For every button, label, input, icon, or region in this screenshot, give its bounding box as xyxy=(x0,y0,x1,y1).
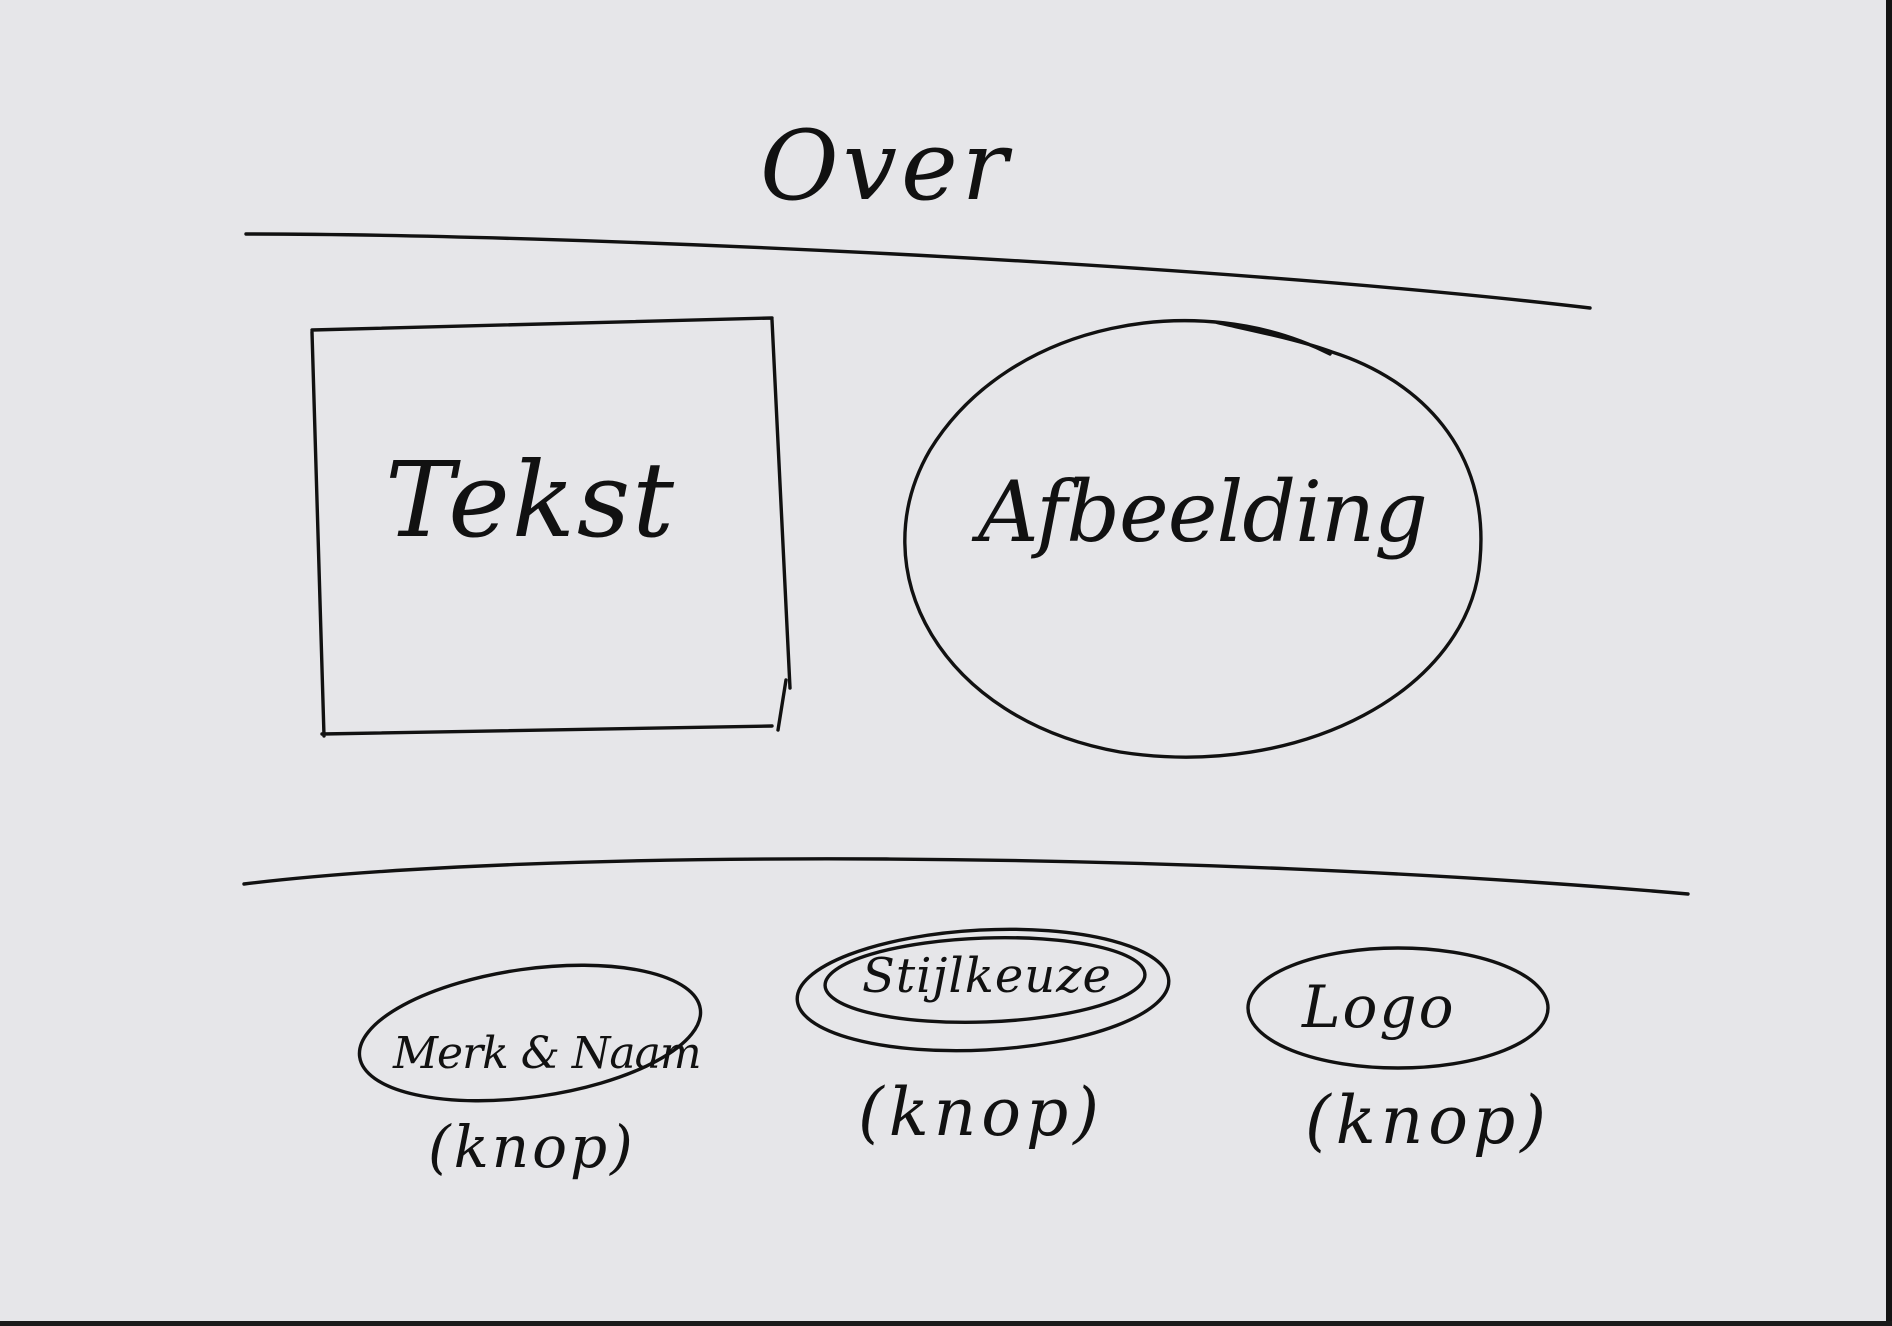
brand-name-button[interactable]: Merk & Naam xyxy=(393,1028,702,1079)
brand-name-button-outline xyxy=(357,963,703,1103)
style-choice-button-caption: (knop) xyxy=(858,1074,1104,1151)
style-choice-button[interactable]: Stijlkeuze xyxy=(862,948,1112,1004)
brand-name-button-caption: (knop) xyxy=(428,1113,636,1181)
title-divider xyxy=(244,232,1592,310)
image-ellipse xyxy=(903,318,1483,759)
logo-button[interactable]: Logo xyxy=(1302,973,1456,1041)
style-choice-button-outline-outer xyxy=(795,927,1171,1053)
footer-divider xyxy=(242,857,1690,896)
logo-button-caption: (knop) xyxy=(1305,1082,1551,1159)
text-block-label: Tekst xyxy=(385,439,677,561)
logo-button-outline xyxy=(1246,946,1550,1070)
image-block-label: Afbeelding xyxy=(978,463,1428,561)
style-choice-button-outline-inner xyxy=(823,935,1147,1025)
paper-right-edge xyxy=(1886,0,1892,1326)
text-box xyxy=(310,316,792,738)
paper-bottom-edge xyxy=(0,1321,1892,1326)
page-title: Over xyxy=(760,110,1012,222)
